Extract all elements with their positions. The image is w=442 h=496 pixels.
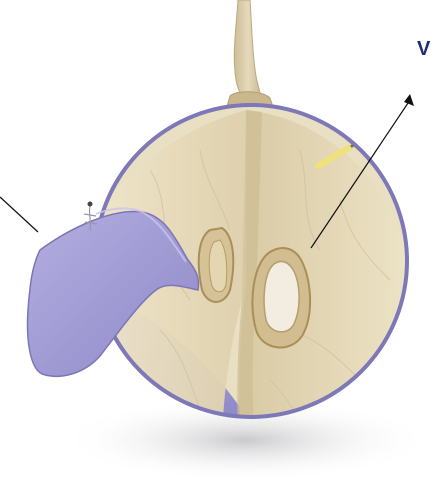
vessel-right-lumen bbox=[264, 261, 299, 332]
callout-arrowhead bbox=[404, 94, 414, 106]
flap-stitch-knot bbox=[88, 202, 93, 207]
spermatic-cord bbox=[234, 0, 262, 104]
callout-label: V bbox=[417, 37, 430, 61]
vessel-left-lumen bbox=[209, 240, 227, 292]
callout-line-left bbox=[0, 197, 38, 232]
